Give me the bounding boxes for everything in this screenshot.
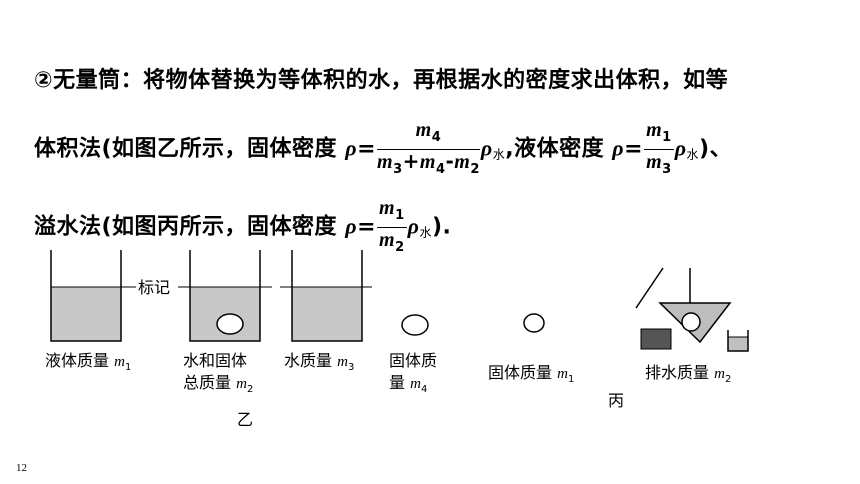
caption-solid-mass: 固体质量 m4 [389,351,438,395]
line2-end: )、 [699,136,733,162]
line3-prefix: 溢水法(如图丙所示，固体密度 [34,214,346,240]
solid-ball-bing [523,313,545,333]
caption-solid-mass-bing: 固体质量 m1 [488,363,575,385]
beaker-liquid [50,250,122,342]
overflow-setup [635,267,749,352]
rho-symbol: ρ [345,135,358,161]
line2-prefix: 体积法(如图乙所示，固体密度 [34,136,346,162]
beaker-water-solid [178,250,272,342]
equals: = [357,136,376,162]
figure-label-yi: 乙 [237,410,254,429]
line2-mid: ,液体密度 [505,136,613,162]
figure-label-bing: 丙 [608,391,625,410]
caption-overflow-mass: 排水质量 m2 [645,363,732,385]
caption-water-mass: 水质量 m3 [284,351,355,373]
page-number: 12 [16,462,27,474]
mark-label: 标记 [138,278,171,297]
text-line-1: ②无量筒：将物体替换为等体积的水，再根据水的密度求出体积，如等 [34,68,729,93]
caption-total-mass: 水和固体总质量 m2 [183,351,254,395]
beaker-water [280,250,372,342]
caption-liquid-mass: 液体质量 m1 [45,351,132,373]
line3-end: ). [431,214,452,240]
solid-ball [401,314,429,336]
